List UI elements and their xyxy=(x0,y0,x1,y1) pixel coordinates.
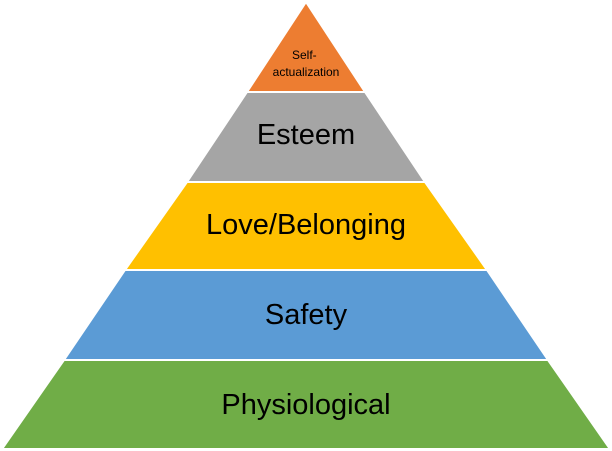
tier-self-actualization-label-line-1: Self- xyxy=(292,48,317,62)
tier-physiological: Physiological xyxy=(0,359,612,450)
tier-self-actualization-label-line-2: actualization xyxy=(273,65,340,79)
tier-safety: Safety xyxy=(62,269,550,361)
tier-self-actualization: Self- actualization xyxy=(245,0,367,93)
tier-physiological-label: Physiological xyxy=(221,389,390,421)
tier-self-actualization-label: Self- actualization xyxy=(273,48,340,79)
tier-esteem-label: Esteem xyxy=(257,119,355,151)
tier-physiological-shape xyxy=(0,359,612,450)
tier-esteem: Esteem xyxy=(185,91,427,183)
tier-love-belonging: Love/Belonging xyxy=(123,181,489,271)
tier-safety-label: Safety xyxy=(265,299,348,331)
tier-love-belonging-label: Love/Belonging xyxy=(206,209,406,241)
